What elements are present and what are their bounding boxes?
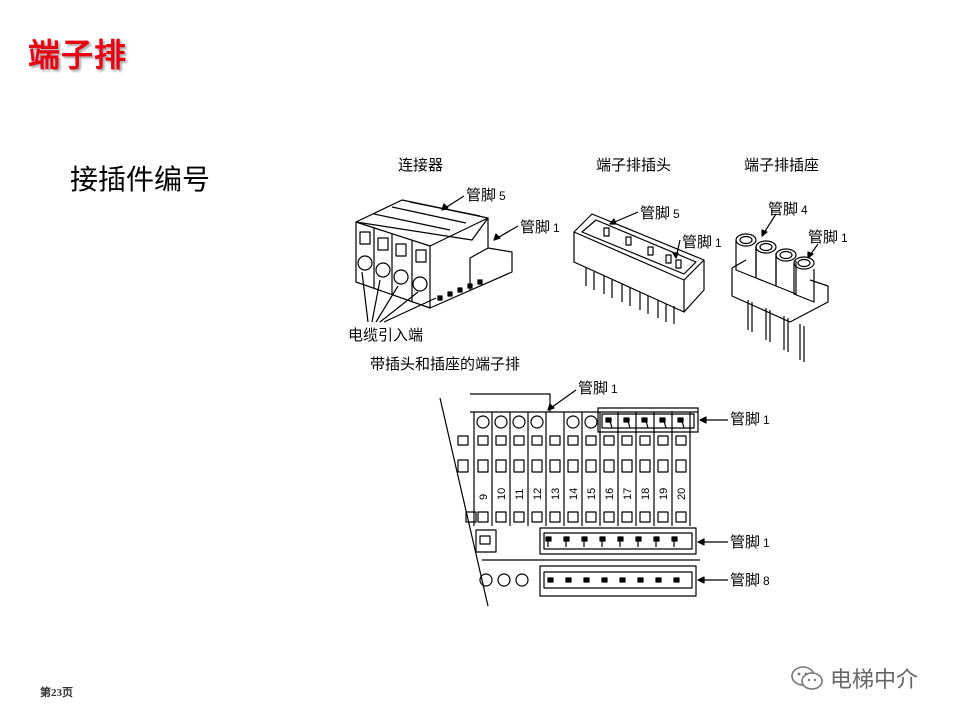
terminal-number: 15 [586,488,598,500]
page-number: 第23页 [40,687,73,699]
terminal-number: 13 [550,488,562,500]
header-label: 端子排插头 [596,156,672,174]
terminal-number: 12 [532,488,544,500]
terminal-number: 20 [676,488,688,500]
terminal-number: 11 [514,489,526,500]
terminal-number: 18 [640,488,652,500]
terminal-number: 19 [658,488,670,500]
connector-label: 连接器 [398,156,444,174]
slide-title: 端子排 [28,36,128,74]
socket-label: 端子排插座 [744,156,820,174]
subtitle: 接插件编号 [70,163,211,196]
cable-entry-label: 电缆引入端 [348,326,424,344]
terminal-number: 16 [604,488,616,500]
combined-label: 带插头和插座的端子排 [370,355,521,373]
terminal-number: 9 [478,494,490,500]
wechat-icon [791,666,823,690]
terminal-number: 14 [568,488,580,500]
terminal-number: 10 [496,488,508,500]
watermark-text: 电梯中介 [830,668,919,693]
header-drawing [573,211,705,324]
terminal-strip-drawing: 9 10 11 12 13 14 15 16 17 18 19 20 [439,389,728,607]
connector-drawing [355,195,519,323]
watermark: 电梯中介 [790,662,918,694]
terminal-number: 17 [622,488,634,500]
socket-drawing [731,213,829,362]
